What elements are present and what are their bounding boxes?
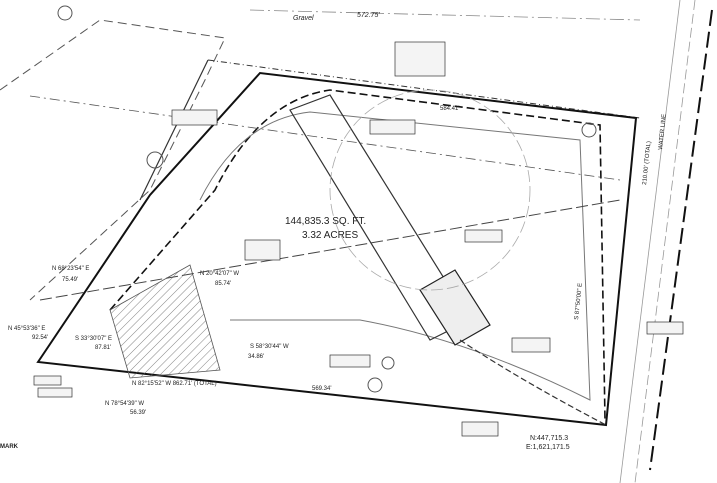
gravel-label: Gravel <box>293 15 314 22</box>
tree-circle <box>329 89 531 291</box>
north-dimension: 572.75' <box>357 12 380 19</box>
property-boundary <box>36 71 638 427</box>
bearing-label: N 20°42'07" W <box>200 271 239 277</box>
south-total-label: N 82°15'52" W 862.71' (TOTAL) <box>132 381 217 387</box>
utility-line <box>459 339 607 426</box>
benchmark-label: MARK <box>0 444 19 450</box>
distance-label: 34.86' <box>248 354 264 360</box>
road-edge <box>649 9 713 471</box>
distance-label: 92.54' <box>32 335 48 341</box>
tree-icon <box>581 122 597 138</box>
hatched-area <box>109 264 221 379</box>
note-box <box>369 119 416 135</box>
distance-label: 85.74' <box>215 281 231 287</box>
access-line <box>39 199 621 301</box>
south-dimension: 569.34' <box>312 386 332 392</box>
curb-line <box>199 111 591 401</box>
note-box <box>511 337 551 353</box>
tree-icon <box>381 356 395 370</box>
tree-icon <box>146 151 164 169</box>
tree-icon <box>57 5 73 21</box>
note-box <box>329 354 371 368</box>
proposed-paving-edge <box>109 89 606 421</box>
coordinate-east: E:1,621,171.5 <box>526 444 570 451</box>
bearing-label: S 58°30'44" W <box>250 344 289 350</box>
distance-label: 56.39' <box>130 410 146 416</box>
coordinate-north: N:447,715.3 <box>530 435 568 442</box>
fence-line-west <box>139 59 209 201</box>
bearing-label: S 33°30'07" E <box>75 336 112 342</box>
distance-label: 87.81' <box>95 345 111 351</box>
area-sqft: 144,835.3 SQ. FT. <box>285 216 366 227</box>
note-box <box>171 109 218 126</box>
adjacent-parcel-boundary <box>0 19 226 301</box>
east-total-label: 210.00' (TOTAL) <box>642 141 653 185</box>
note-box <box>461 421 499 437</box>
tree-icon <box>367 377 383 393</box>
water-line-label: WATER LINE <box>658 114 668 150</box>
note-box <box>244 239 281 261</box>
road-row-line-2 <box>634 0 696 483</box>
east-bearing-label: S 87°50'00" E <box>574 283 584 320</box>
equipment-pad <box>419 269 491 346</box>
area-acres: 3.32 ACRES <box>302 230 358 241</box>
distance-label: 75.49' <box>62 277 78 283</box>
note-box <box>394 41 446 77</box>
note-box <box>37 387 73 398</box>
road-row-line-1 <box>619 0 681 483</box>
top-dimension: 584.41' <box>440 106 460 112</box>
bearing-label: N 78°54'39" W <box>105 401 144 407</box>
note-box <box>646 321 684 335</box>
fence-line <box>207 59 641 119</box>
gravel-road-edge <box>249 9 641 21</box>
bearing-label: N 68°23'54" E <box>52 266 89 272</box>
bearing-label: N 45°53'36" E <box>8 326 45 332</box>
note-box <box>464 229 503 243</box>
note-box <box>33 375 62 386</box>
